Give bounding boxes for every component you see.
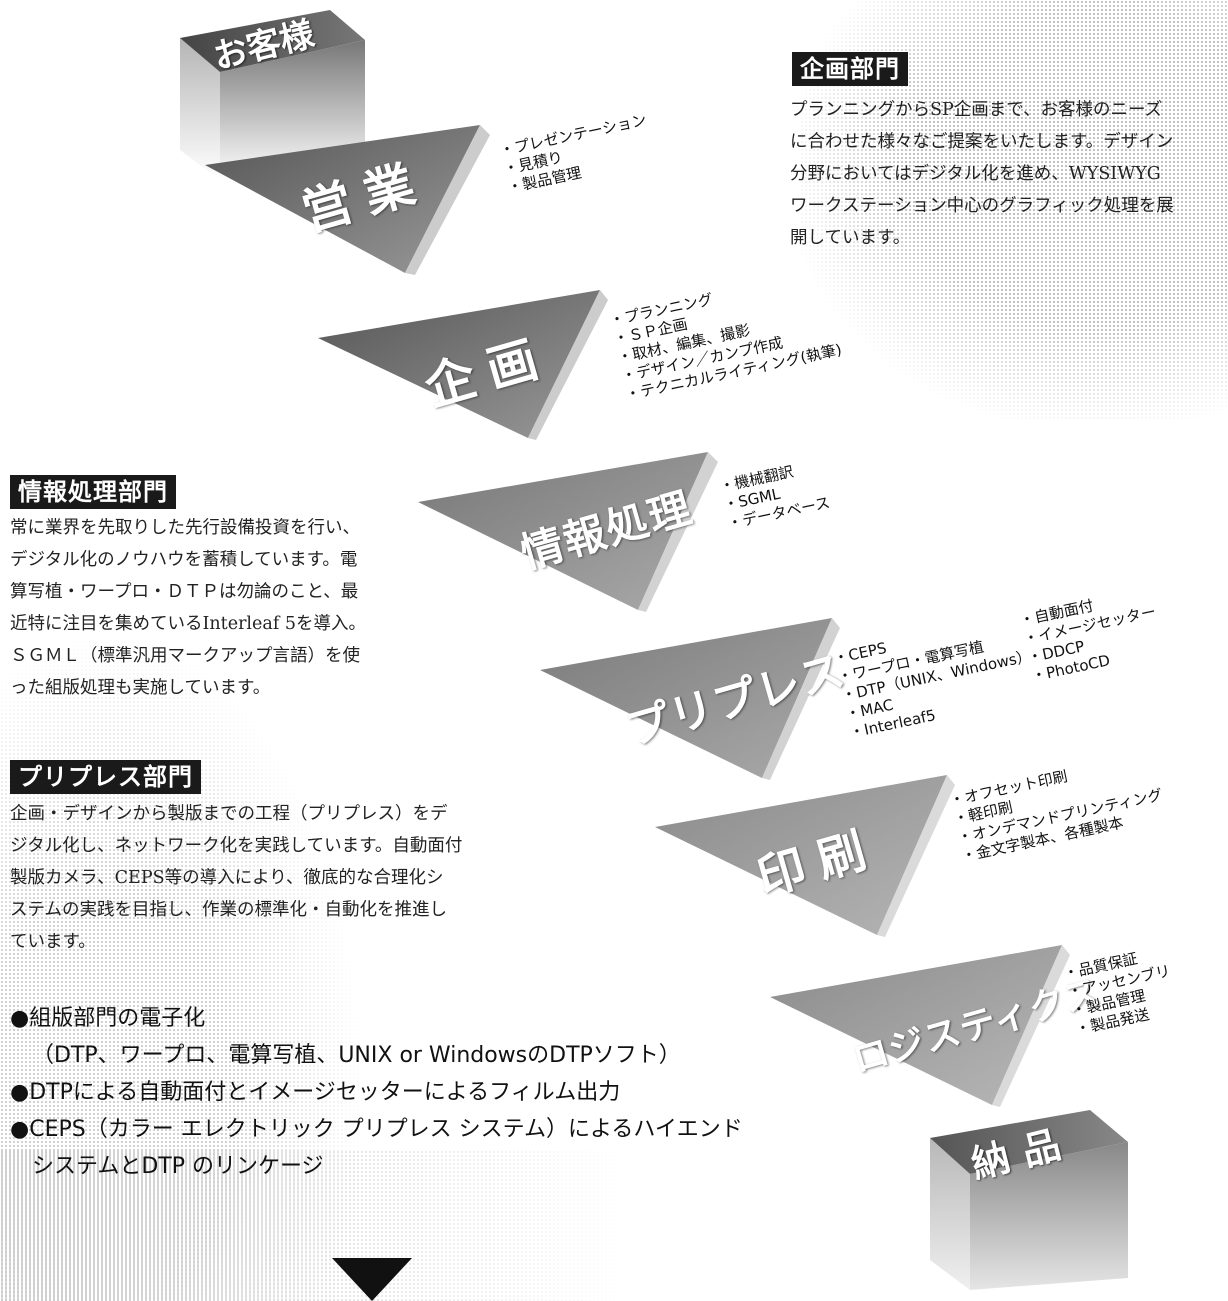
stage-prepress-notes-2: 自動面付 イメージセッター DDCP PhotoCD	[1018, 584, 1166, 686]
info-line: デジタル化のノウハウを蓄積しています。電	[10, 550, 358, 570]
customer-box-shape	[180, 10, 365, 180]
info-line: 算写植・ワープロ・ＤＴＰは勿論のこと、最	[10, 582, 359, 602]
info-line: 近特に注目を集めているInterleaf 5を導入。	[10, 614, 366, 634]
planning-line: 分野においてはデジタル化を進め、WYSIWYG	[790, 164, 1161, 184]
bullet-item: CEPS（カラー エレクトリック プリプレス システム）によるハイエンド	[10, 1111, 743, 1148]
stage-info: 情報処理	[418, 452, 718, 612]
prepress-line: 企画・デザインから製版までの工程（プリプレス）をデ	[10, 804, 448, 824]
bullet-item: 組版部門の電子化	[10, 1000, 743, 1037]
stage-printing: 印刷	[655, 775, 955, 937]
prepress-line: ジタル化し、ネットワーク化を実践しています。自動面付	[10, 836, 463, 856]
info-line: ＳＧＭＬ（標準汎用マークアップ言語）を使	[10, 646, 360, 666]
planning-line: ワークステーション中心のグラフィック処理を展	[790, 196, 1174, 216]
stage-prepress-triangle	[540, 618, 840, 780]
stage-sales-triangle	[205, 125, 490, 275]
stage-logistics-notes: 品質保証 アッセンブリ 製品管理 製品発送	[1062, 943, 1180, 1039]
down-arrow-icon	[332, 1258, 412, 1301]
prepress-line: ステムの実践を目指し、作業の標準化・自動化を推進し	[10, 900, 447, 920]
stage-sales-notes: プレゼンテーション 見積り 製品管理	[498, 111, 656, 198]
stage-prepress: プリプレス	[540, 618, 851, 780]
delivery-box-shape	[930, 1110, 1128, 1290]
stage-info-notes: 機械翻訳 SGML データベース	[718, 456, 832, 533]
bullet-item: DTPによる自動面付とイメージセッターによるフィルム出力	[10, 1074, 743, 1111]
delivery-box: 納品	[930, 1110, 1130, 1295]
prepress-line: ています。	[10, 932, 96, 952]
bullet-item-continued: システムとDTP のリンケージ	[32, 1154, 324, 1179]
stage-logistics: ロジスティクス	[770, 945, 1105, 1107]
stage-printing-notes: オフセット印刷 軽印刷 オンデマンドプリンティング 金文字製本、各種製本	[948, 749, 1168, 867]
customer-box: お客様	[180, 10, 370, 180]
stage-planning-triangle	[318, 290, 608, 440]
planning-dept-heading: 企画部門	[792, 52, 908, 86]
planning-line: プランニングからSP企画まで、お客様のニーズ	[790, 100, 1163, 120]
stage-planning: 企画	[318, 290, 608, 440]
info-line: った組版処理も実施しています。	[10, 678, 271, 698]
info-dept-text: 常に業界を先取りした先行設備投資を行い、 デジタル化のノウハウを蓄積しています。…	[10, 512, 415, 704]
feature-bullets: 組版部門の電子化 （DTP、ワープロ、電算写植、UNIX or Windowsの…	[10, 1000, 743, 1185]
planning-line: に合わせた様々なご提案をいたします。デザイン	[790, 132, 1174, 152]
stage-sales: 営業	[205, 125, 490, 275]
stage-info-triangle	[418, 452, 718, 612]
planning-dept-text: プランニングからSP企画まで、お客様のニーズ に合わせた様々なご提案をいたします…	[790, 94, 1220, 254]
prepress-line: 製版カメラ、CEPS等の導入により、徹底的な合理化シ	[10, 868, 444, 888]
stage-prepress-notes: CEPS ワープロ・電算写植 DTP（UNIX、Windows） MAC Int…	[832, 610, 1041, 743]
stage-printing-triangle	[655, 775, 955, 937]
bullet-item-continued: （DTP、ワープロ、電算写植、UNIX or WindowsのDTPソフト）	[32, 1043, 681, 1068]
info-line: 常に業界を先取りした先行設備投資を行い、	[10, 518, 360, 538]
info-dept-heading: 情報処理部門	[10, 475, 176, 509]
prepress-dept-text: 企画・デザインから製版までの工程（プリプレス）をデ ジタル化し、ネットワーク化を…	[10, 798, 530, 958]
stage-logistics-triangle	[770, 945, 1070, 1107]
prepress-dept-heading: プリプレス部門	[10, 760, 201, 794]
planning-line: 開しています。	[790, 228, 911, 248]
